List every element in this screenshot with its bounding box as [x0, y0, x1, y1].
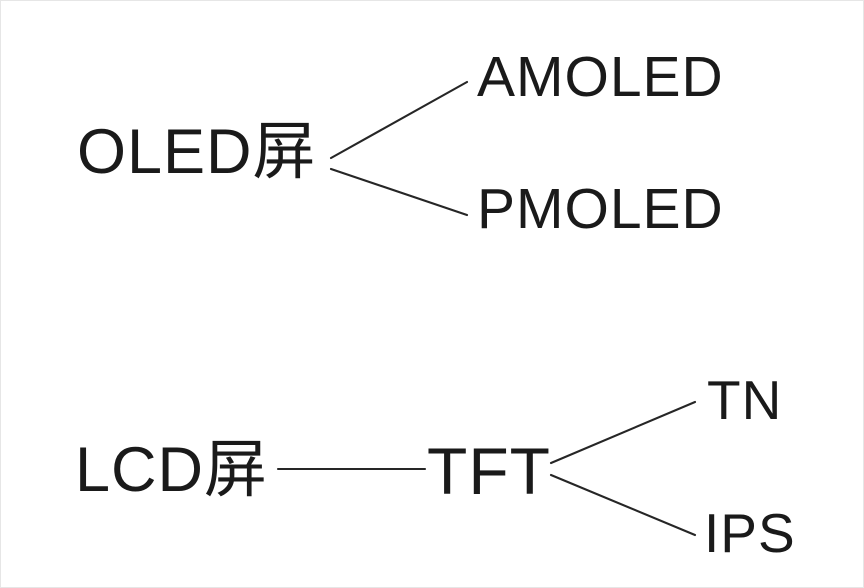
edge-tft-to-ips — [549, 473, 697, 537]
node-tn: TN — [707, 369, 783, 431]
node-ips: IPS — [704, 502, 796, 564]
edge-oled-to-pmoled — [329, 167, 469, 217]
node-tft: TFT — [427, 434, 551, 508]
node-amoled: AMOLED — [477, 45, 724, 109]
edge-oled-to-amoled — [329, 80, 469, 160]
node-oled-panel: OLED屏 — [77, 117, 317, 187]
node-lcd-panel: LCD屏 — [75, 435, 269, 505]
edge-tft-to-tn — [549, 400, 697, 465]
node-pmoled: PMOLED — [477, 177, 724, 241]
